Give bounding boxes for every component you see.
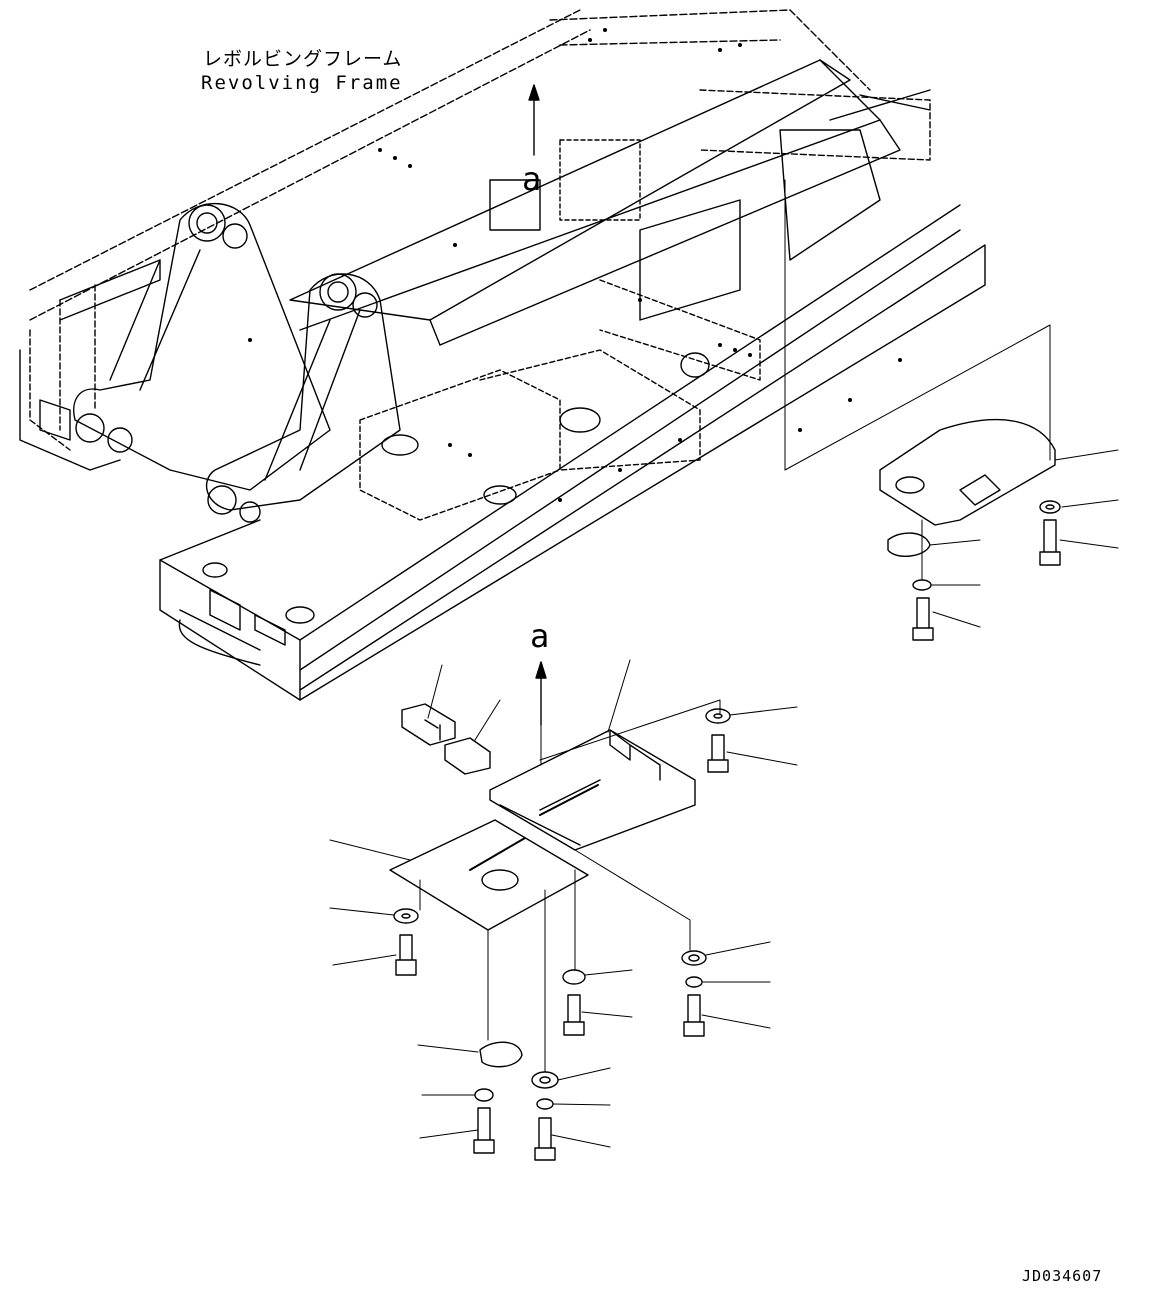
upper-washer-left	[913, 580, 931, 590]
upper-bolt-right	[1040, 520, 1060, 565]
drawing-code: JD034607	[1022, 1267, 1103, 1285]
right-bolt	[684, 995, 704, 1036]
upper-washer-right	[1040, 501, 1060, 513]
upper-plate	[490, 730, 695, 850]
lower-cap	[480, 1042, 522, 1067]
lower-middle-bolt	[535, 1118, 555, 1160]
lower-cover-set	[330, 660, 797, 1160]
revolving-frame	[20, 10, 1050, 700]
left-washer	[394, 909, 418, 923]
right-washer-1	[682, 951, 706, 965]
upper-cap	[888, 533, 930, 556]
spacer-block-2	[445, 738, 490, 774]
lower-plate	[390, 820, 588, 930]
upper-bolt-left	[913, 598, 933, 640]
left-bolt	[396, 935, 416, 975]
upper-cover-plate	[880, 420, 1055, 525]
middle-bolt	[564, 995, 584, 1035]
lower-middle-washer-2	[537, 1099, 553, 1109]
lower-middle-washer-1	[532, 1072, 558, 1088]
frame-title-japanese: レボルビングフレーム	[203, 48, 403, 70]
view-marker-lower: a	[530, 617, 550, 655]
spacer-block-1	[402, 704, 455, 745]
lower-left-washer	[475, 1089, 493, 1101]
view-marker-upper: a	[522, 160, 542, 198]
upper-cover-set	[880, 420, 1118, 640]
right-washer-2	[686, 977, 702, 987]
frame-title-english: Revolving Frame	[201, 72, 403, 94]
middle-washer	[563, 970, 585, 984]
top-right-bolt	[708, 735, 728, 772]
top-right-washer	[706, 709, 730, 723]
lower-left-bolt	[474, 1108, 494, 1153]
